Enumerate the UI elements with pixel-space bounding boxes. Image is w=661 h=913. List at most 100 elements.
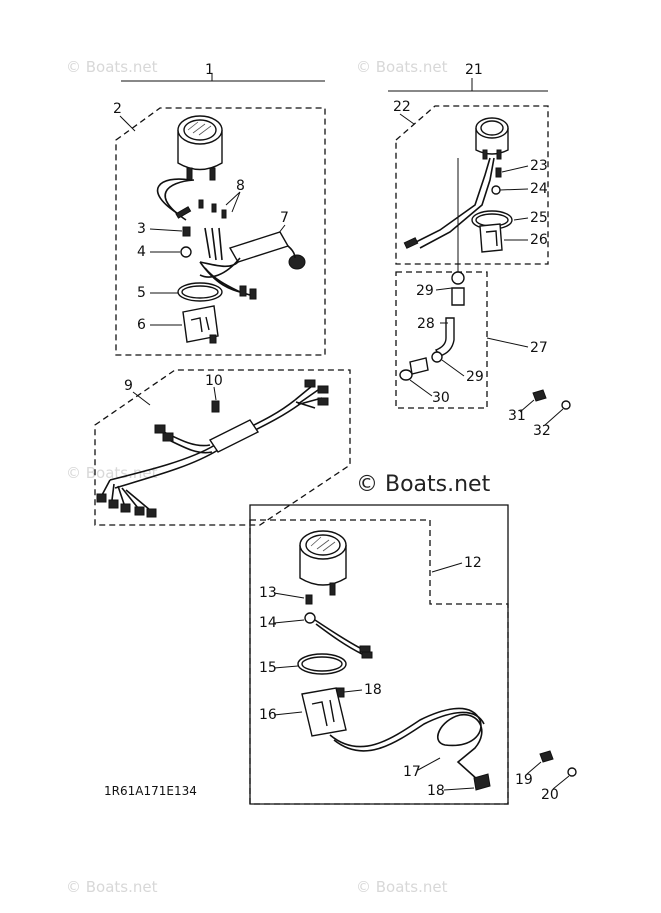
watermark-bottom-left: © Boats.net — [66, 878, 158, 896]
leader-1 — [121, 74, 325, 82]
leader-2 — [119, 115, 136, 132]
callout-29a: 29 — [416, 283, 434, 299]
callout-1: 1 — [205, 62, 214, 78]
callout-30: 30 — [432, 390, 450, 406]
group-9-wiring-harness: 9 10 — [94, 369, 351, 526]
group-9-boundary — [94, 369, 351, 526]
harness-9 — [96, 379, 329, 518]
leader-17 — [417, 757, 441, 771]
leader-21 — [388, 78, 548, 92]
callout-2: 2 — [113, 101, 122, 117]
screw-20 — [567, 767, 577, 777]
leader-19 — [526, 761, 542, 775]
group-21-boundary — [395, 105, 549, 265]
leader-13 — [273, 592, 305, 599]
terminal-8a — [198, 199, 204, 209]
watermark-top-right: © Boats.net — [356, 58, 448, 76]
callout-5: 5 — [137, 285, 146, 301]
gauge-21-wire — [409, 157, 491, 246]
leader-9 — [132, 391, 151, 406]
holder-26 — [479, 223, 503, 253]
sender-14 — [304, 612, 373, 659]
leader-24 — [499, 188, 529, 191]
callout-15: 15 — [259, 660, 277, 676]
fitting-13 — [305, 594, 313, 605]
leader-14 — [273, 619, 305, 624]
callout-18a: 18 — [364, 682, 382, 698]
tube-28 — [434, 287, 465, 357]
leader-20 — [552, 775, 570, 790]
gauge-meter-21 — [475, 117, 509, 160]
gauge-1-wire-a — [156, 178, 191, 216]
bracket-ring-5 — [177, 282, 223, 302]
nut-24 — [491, 185, 501, 195]
group-1-boundary — [115, 107, 326, 356]
callout-31: 31 — [508, 408, 526, 424]
callout-7: 7 — [280, 210, 289, 226]
callout-19: 19 — [515, 772, 533, 788]
callout-21: 21 — [465, 62, 483, 78]
callout-9: 9 — [124, 378, 133, 394]
leader-22 — [399, 113, 415, 125]
ring-15 — [297, 653, 347, 675]
callout-4: 4 — [137, 244, 146, 260]
callout-8: 8 — [236, 178, 245, 194]
leader-3 — [149, 228, 183, 232]
nut-29a — [451, 271, 465, 285]
diagram-code: 1R61A171E134 — [104, 784, 197, 798]
callout-32: 32 — [533, 423, 551, 439]
group-21-trim-meter-kit: 21 22 23 24 25 26 27 — [388, 62, 571, 439]
callout-28: 28 — [417, 316, 435, 332]
nut-29b — [431, 351, 443, 363]
leader-29a — [435, 287, 453, 291]
leader-29b — [441, 359, 465, 377]
callout-6: 6 — [137, 317, 146, 333]
fitting-30 — [399, 357, 429, 381]
group-27-boundary — [395, 271, 488, 409]
group-1-tachometer-kit: 1 2 8 3 4 7 — [113, 62, 326, 356]
callout-17: 17 — [403, 764, 421, 780]
callout-23: 23 — [530, 158, 548, 174]
callout-27: 27 — [530, 340, 548, 356]
leader-16 — [273, 711, 303, 716]
leader-18a — [343, 689, 363, 693]
clip-10 — [211, 400, 220, 413]
fitting-3 — [182, 226, 191, 237]
callout-25: 25 — [530, 210, 548, 226]
watermark-mid-left: © Boats.net — [66, 464, 158, 482]
watermark-bottom-right: © Boats.net — [356, 878, 448, 896]
fitting-23 — [495, 167, 502, 178]
callout-18b: 18 — [427, 783, 445, 799]
callout-10: 10 — [205, 373, 223, 389]
leader-8 — [225, 191, 241, 213]
callout-24: 24 — [530, 181, 548, 197]
leader-18b — [443, 787, 475, 791]
callout-26: 26 — [530, 232, 548, 248]
terminal-8c — [221, 209, 227, 219]
leader-31 — [519, 399, 535, 413]
gauge-meter-1 — [177, 115, 223, 181]
fitting-31 — [532, 389, 547, 402]
pitot-tube-17 — [329, 707, 491, 791]
group-12-speedometer-kit: 12 13 14 15 18 16 — [249, 504, 577, 805]
terminal-8b — [211, 203, 217, 213]
callout-13: 13 — [259, 585, 277, 601]
holder-6 — [182, 305, 219, 344]
callout-3: 3 — [137, 221, 146, 237]
nut-4 — [180, 246, 192, 258]
leader-32 — [544, 408, 564, 426]
callout-22: 22 — [393, 99, 411, 115]
gauge-meter-12 — [299, 530, 347, 596]
leader-12 — [431, 562, 463, 573]
watermark-top-left: © Boats.net — [66, 58, 158, 76]
screw-32 — [561, 400, 571, 410]
group-12-boundary — [249, 504, 509, 805]
group-12-inner-boundary — [249, 519, 509, 805]
callout-12: 12 — [464, 555, 482, 571]
leader-27 — [486, 337, 529, 348]
leader-30 — [409, 379, 433, 397]
watermark-center: © Boats.net — [356, 472, 491, 497]
fitting-19 — [539, 750, 554, 763]
leader-23 — [501, 165, 529, 173]
